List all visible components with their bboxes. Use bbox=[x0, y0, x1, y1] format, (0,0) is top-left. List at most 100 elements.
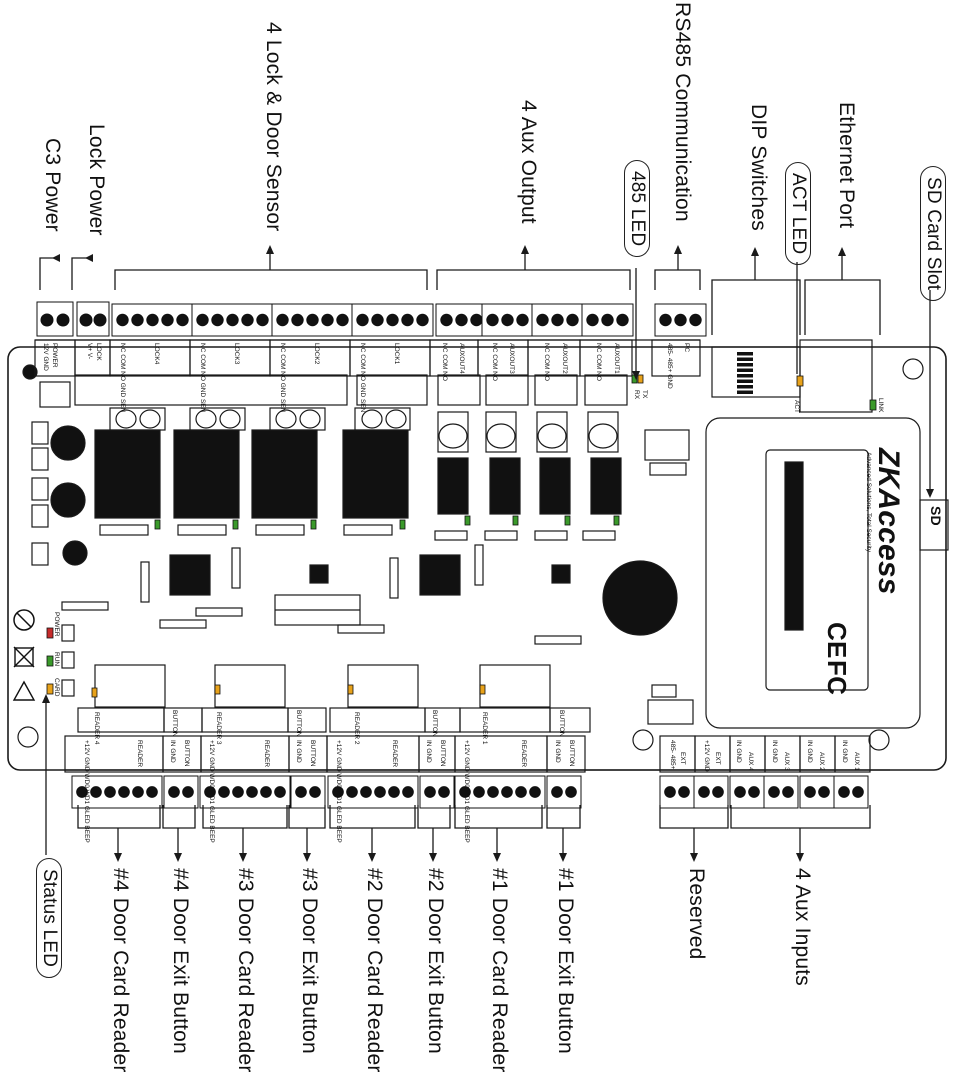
screw-terminal-pin bbox=[176, 313, 189, 327]
terminal-auxout2 bbox=[531, 303, 584, 337]
screw-terminal-pin bbox=[748, 786, 760, 798]
label-status-led: Status LED bbox=[36, 858, 62, 979]
silk-button-1: BUTTON bbox=[568, 740, 575, 767]
screw-terminal-pin bbox=[601, 313, 614, 327]
silk-reader2: READER 2 bbox=[353, 712, 360, 745]
label-door2-reader: #2 Door Card Reader bbox=[363, 868, 386, 1073]
screw-terminal-pin bbox=[161, 313, 174, 327]
silk-link: LINK bbox=[877, 398, 884, 413]
silk-reader-3: READER bbox=[263, 740, 270, 768]
screw-terminal-pin bbox=[455, 313, 468, 327]
screw-terminal-pin bbox=[146, 786, 158, 798]
screw-terminal-pin bbox=[473, 786, 485, 798]
screw-terminal-pin bbox=[232, 786, 244, 798]
silk-reader-3-pins: +12V GND WD0 WD1 GLED BEEP bbox=[208, 740, 215, 843]
screw-terminal-pin bbox=[146, 313, 159, 327]
screw-terminal-pin bbox=[818, 786, 830, 798]
screw-terminal-pin bbox=[132, 786, 144, 798]
screw-terminal-pin bbox=[116, 313, 129, 327]
screw-terminal-pin bbox=[226, 313, 239, 327]
terminal-reader3 bbox=[199, 775, 291, 809]
screw-terminal-pin bbox=[295, 786, 307, 798]
silk-lock4: LOCK4 bbox=[153, 343, 160, 365]
label-door1-exit: #1 Door Exit Button bbox=[554, 868, 577, 1054]
screw-terminal-pin bbox=[182, 786, 194, 798]
screw-terminal-pin bbox=[659, 313, 672, 327]
terminal-reader2 bbox=[327, 775, 419, 809]
silk-pc: PC bbox=[683, 343, 690, 353]
silk-lock1: LOCK1 bbox=[393, 343, 400, 365]
terminal-reader1 bbox=[454, 775, 546, 809]
mount-hole bbox=[902, 358, 924, 380]
silk-auxout1-pins: NC COM NO bbox=[595, 343, 602, 381]
silk-button-2-pins: IN GND bbox=[425, 740, 432, 763]
label-door2-exit: #2 Door Exit Button bbox=[424, 868, 447, 1054]
silk-auxout1: AUXOUT1 bbox=[613, 343, 620, 374]
silk-aux3-pins: IN GND bbox=[771, 740, 778, 763]
screw-terminal-pin bbox=[196, 313, 209, 327]
screw-terminal-pin bbox=[131, 313, 144, 327]
screw-terminal-pin bbox=[536, 313, 549, 327]
dip-switch-key bbox=[737, 385, 753, 389]
silk-reader-2: READER bbox=[391, 740, 398, 768]
silk-reader-4: READER bbox=[136, 740, 143, 768]
screw-terminal-pin bbox=[246, 786, 258, 798]
zkaccess-logo: ZKAccess bbox=[872, 448, 905, 595]
mount-dot bbox=[22, 364, 38, 380]
label-ethernet-port: Ethernet Port bbox=[835, 102, 858, 229]
silk-lock: LOCK bbox=[95, 343, 102, 361]
terminal-button1 bbox=[546, 775, 582, 809]
label-485-led: 485 LED bbox=[624, 160, 650, 258]
silk-lock-pins: V+ V- bbox=[86, 343, 93, 360]
screw-terminal-pin bbox=[566, 313, 579, 327]
screw-terminal-pin bbox=[838, 786, 850, 798]
screw-terminal-pin bbox=[291, 313, 304, 327]
silk-rx: RX bbox=[633, 390, 640, 400]
screw-terminal-pin bbox=[470, 313, 483, 327]
screw-terminal-pin bbox=[768, 786, 780, 798]
dip-switch-key bbox=[737, 390, 753, 394]
silk-button-4-pins: IN GND bbox=[169, 740, 176, 763]
screw-terminal-pin bbox=[360, 786, 372, 798]
silk-lock3-pins: NC COM NO GND SEN bbox=[199, 343, 206, 413]
silk-lock1-pins: NC COM NO GND SEN bbox=[359, 343, 366, 413]
silk-aux1: AUX 1 bbox=[853, 752, 860, 771]
screw-terminal-pin bbox=[804, 786, 816, 798]
terminal-ext2 bbox=[693, 775, 729, 809]
ce-mark: CE bbox=[822, 622, 852, 659]
terminal-auxout1 bbox=[581, 303, 634, 337]
screw-terminal-pin bbox=[274, 786, 286, 798]
silk-auxout2: AUXOUT2 bbox=[561, 343, 568, 374]
terminal-aux1 bbox=[833, 775, 869, 809]
screw-terminal-pin bbox=[852, 786, 864, 798]
silk-reader-4-pins: +12V GND WD0 WD1 GLED BEEP bbox=[83, 740, 90, 843]
silk-aux1-pins: IN GND bbox=[841, 740, 848, 763]
silk-lock2: LOCK2 bbox=[313, 343, 320, 365]
label-dip-switches: DIP Switches bbox=[747, 104, 770, 231]
terminal-lock2 bbox=[271, 303, 354, 337]
silk-button-2: BUTTON bbox=[439, 740, 446, 767]
screw-terminal-pin bbox=[76, 786, 88, 798]
label-door3-exit: #3 Door Exit Button bbox=[298, 868, 321, 1054]
silk-aux4: AUX 4 bbox=[747, 752, 754, 771]
screw-terminal-pin bbox=[386, 313, 399, 327]
screw-terminal-pin bbox=[168, 786, 180, 798]
terminal-aux3 bbox=[763, 775, 799, 809]
silk-ext-2: EXT bbox=[714, 752, 721, 765]
silk-aux4-pins: IN GND bbox=[735, 740, 742, 763]
silk-auxout2-pins: NC COM NO bbox=[543, 343, 550, 381]
silk-aux2-pins: IN GND bbox=[806, 740, 813, 763]
screw-terminal-pin bbox=[782, 786, 794, 798]
silk-tx: TX bbox=[641, 390, 648, 399]
terminal-reader4 bbox=[71, 775, 163, 809]
silk-reader4: READER 4 bbox=[93, 712, 100, 745]
screw-terminal-pin bbox=[90, 786, 102, 798]
silk-run-led: RUN bbox=[53, 652, 60, 667]
screw-terminal-pin bbox=[276, 313, 289, 327]
screw-terminal-pin bbox=[371, 313, 384, 327]
weee-icon bbox=[13, 646, 35, 668]
screw-terminal-pin bbox=[346, 786, 358, 798]
screw-terminal-pin bbox=[515, 786, 527, 798]
